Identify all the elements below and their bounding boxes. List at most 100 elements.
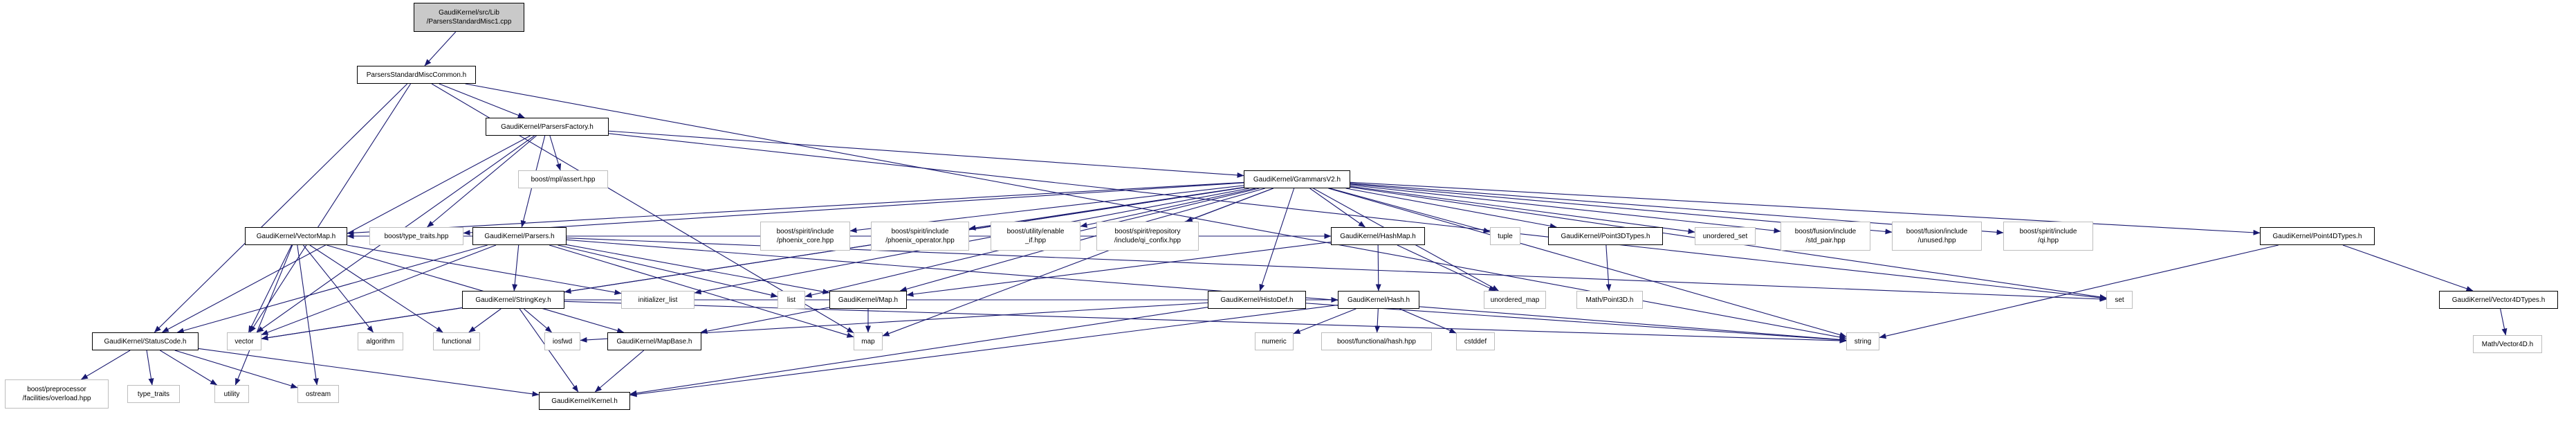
graph-edge-common-to-vector — [249, 83, 412, 333]
graph-node-string: string — [1846, 332, 1879, 350]
graph-edge-statuscode-to-kernel — [198, 348, 540, 397]
graph-node-label: boost/functional/hash.hpp — [1337, 337, 1416, 346]
graph-node-label: GaudiKernel/src/Lib — [439, 9, 499, 17]
graph-edge-hashmap-to-unordered_map — [1397, 244, 1496, 292]
graph-edge-grammars-to-string — [1328, 188, 1847, 338]
graph-edge-grammars-to-tuple — [1330, 188, 1491, 233]
graph-node-unordered_map: unordered_map — [1484, 291, 1546, 309]
graph-node-parsers[interactable]: GaudiKernel/Parsers.h — [472, 227, 567, 245]
graph-node-common[interactable]: ParsersStandardMiscCommon.h — [357, 66, 476, 84]
graph-node-kernel[interactable]: GaudiKernel/Kernel.h — [539, 392, 630, 410]
graph-edge-statuscode-to-ostream — [174, 350, 298, 388]
graph-node-mapbase[interactable]: GaudiKernel/MapBase.h — [607, 332, 701, 350]
graph-node-label: /qi.hpp — [2037, 237, 2059, 244]
graph-node-hashmap[interactable]: GaudiKernel/HashMap.h — [1331, 227, 1425, 245]
graph-node-label: algorithm — [366, 337, 395, 346]
graph-edge-factory-to-grammars — [608, 130, 1244, 178]
graph-edge-grammars-to-hashmap — [1309, 188, 1365, 228]
graph-node-list: list — [778, 291, 805, 309]
graph-node-cstddef: cstddef — [1456, 332, 1495, 350]
graph-edge-vectormap-to-utility — [234, 244, 293, 386]
graph-node-vectormap[interactable]: GaudiKernel/VectorMap.h — [245, 227, 347, 245]
graph-node-label: GaudiKernel/Hash.h — [1347, 296, 1410, 304]
graph-node-statuscode[interactable]: GaudiKernel/StatusCode.h — [92, 332, 199, 350]
graph-edge-vectormap-to-mapbase — [326, 244, 625, 334]
graph-edge-point4dtypes-to-string — [1879, 244, 2279, 339]
graph-node-unused: boost/fusion/include/unused.hpp — [1892, 222, 1982, 251]
graph-edge-stringkey-to-functional — [468, 308, 502, 333]
graph-node-label: /ParsersStandardMisc1.cpp — [426, 18, 512, 26]
graph-edge-parsers-to-string — [566, 239, 1847, 343]
graph-node-vector4dtypes[interactable]: GaudiKernel/Vector4DTypes.h — [2439, 291, 2558, 309]
graph-node-type_traits: type_traits — [127, 385, 180, 403]
graph-node-label: boost/fusion/include — [1794, 228, 1857, 235]
graph-node-label: boost/spirit/include — [776, 228, 834, 235]
graph-node-iosfwd: iosfwd — [544, 332, 580, 350]
graph-node-label: type_traits — [137, 390, 170, 398]
graph-node-map: map — [854, 332, 883, 350]
graph-node-label: GaudiKernel/HistoDef.h — [1220, 296, 1294, 304]
graph-edge-parsers-to-list — [558, 244, 778, 298]
graph-edge-grammars-to-enable_if — [1080, 188, 1256, 228]
graph-node-overload: boost/preprocessor/facilities/overload.h… — [5, 379, 109, 409]
graph-edge-parsers-to-statuscode — [176, 244, 488, 334]
graph-edge-map_h-to-mapbase — [700, 307, 830, 334]
graph-node-numeric: numeric — [1255, 332, 1294, 350]
graph-node-tuple: tuple — [1490, 227, 1520, 245]
graph-edge-parsers-to-stringkey — [512, 244, 519, 292]
graph-node-grammars[interactable]: GaudiKernel/GrammarsV2.h — [1244, 170, 1350, 188]
graph-edge-mapbase-to-kernel — [594, 350, 645, 393]
graph-node-label: GaudiKernel/StatusCode.h — [104, 337, 187, 346]
graph-node-label: /std_pair.hpp — [1805, 237, 1846, 244]
graph-edge-parsers-to-map_h — [566, 244, 830, 295]
graph-node-hash_h[interactable]: GaudiKernel/Hash.h — [1338, 291, 1419, 309]
graph-node-src: GaudiKernel/src/Lib/ParsersStandardMisc1… — [414, 3, 524, 32]
graph-node-unordered_set: unordered_set — [1695, 227, 1756, 245]
graph-edge-grammars-to-std_pair — [1350, 184, 1781, 233]
graph-node-label: GaudiKernel/GrammarsV2.h — [1253, 175, 1341, 183]
graph-edge-vectormap-to-functional — [309, 244, 443, 333]
graph-node-point4dtypes[interactable]: GaudiKernel/Point4DTypes.h — [2260, 227, 2375, 245]
graph-node-label: unordered_set — [1702, 232, 1748, 240]
graph-node-label: boost/utility/enable — [1006, 228, 1065, 235]
graph-edge-common-to-factory — [439, 83, 525, 118]
graph-node-label: GaudiKernel/MapBase.h — [616, 337, 692, 346]
graph-node-qi_hpp: boost/spirit/include/qi.hpp — [2003, 222, 2093, 251]
graph-edge-grammars-to-unordered_set — [1350, 186, 1695, 234]
graph-edge-vectormap-to-algorithm — [303, 244, 374, 333]
graph-node-label: GaudiKernel/HashMap.h — [1340, 232, 1416, 240]
graph-node-label: /include/qi_confix.hpp — [1114, 237, 1181, 244]
graph-edge-parsers-to-vector — [261, 244, 497, 335]
graph-node-point3dtypes[interactable]: GaudiKernel/Point3DTypes.h — [1548, 227, 1663, 245]
graph-node-label: cstddef — [1464, 337, 1487, 346]
graph-node-label: utility — [223, 390, 240, 398]
graph-node-label: GaudiKernel/VectorMap.h — [256, 232, 336, 240]
graph-node-label: GaudiKernel/Parsers.h — [484, 232, 555, 240]
graph-edge-point3dtypes-to-point3d_math — [1606, 244, 1612, 292]
graph-node-label: ostream — [305, 390, 331, 398]
graph-node-map_h[interactable]: GaudiKernel/Map.h — [829, 291, 907, 309]
graph-node-label: boost/preprocessor — [27, 386, 86, 393]
graph-node-label: map — [861, 337, 875, 346]
graph-node-label: GaudiKernel/Map.h — [838, 296, 899, 304]
graph-edge-statuscode-to-overload — [80, 350, 131, 380]
graph-edge-vectormap-to-ostream — [297, 244, 319, 386]
graph-node-label: GaudiKernel/StringKey.h — [475, 296, 551, 304]
graph-node-initializer_list: initializer_list — [621, 291, 694, 309]
graph-node-histodef[interactable]: GaudiKernel/HistoDef.h — [1208, 291, 1306, 309]
graph-edge-stringkey-to-kernel — [519, 308, 579, 393]
graph-node-label: boost/type_traits.hpp — [384, 232, 449, 240]
graph-node-factory[interactable]: GaudiKernel/ParsersFactory.h — [486, 118, 609, 136]
graph-node-label: /unused.hpp — [1917, 237, 1956, 244]
graph-edge-hash_h-to-numeric — [1293, 308, 1356, 334]
graph-edge-hash_h-to-boost_hash — [1374, 308, 1381, 333]
graph-edge-parsers-to-map — [549, 244, 854, 338]
graph-node-set: set — [2106, 291, 2133, 309]
graph-node-stringkey[interactable]: GaudiKernel/StringKey.h — [462, 291, 564, 309]
graph-node-label: boost/spirit/repository — [1114, 228, 1181, 235]
graph-edge-stringkey-to-iosfwd — [524, 308, 552, 333]
graph-node-phoenix_core: boost/spirit/include/phoenix_core.hpp — [760, 222, 850, 251]
graph-edge-histodef-to-kernel — [629, 307, 1208, 396]
graph-node-label: unordered_map — [1490, 296, 1540, 304]
